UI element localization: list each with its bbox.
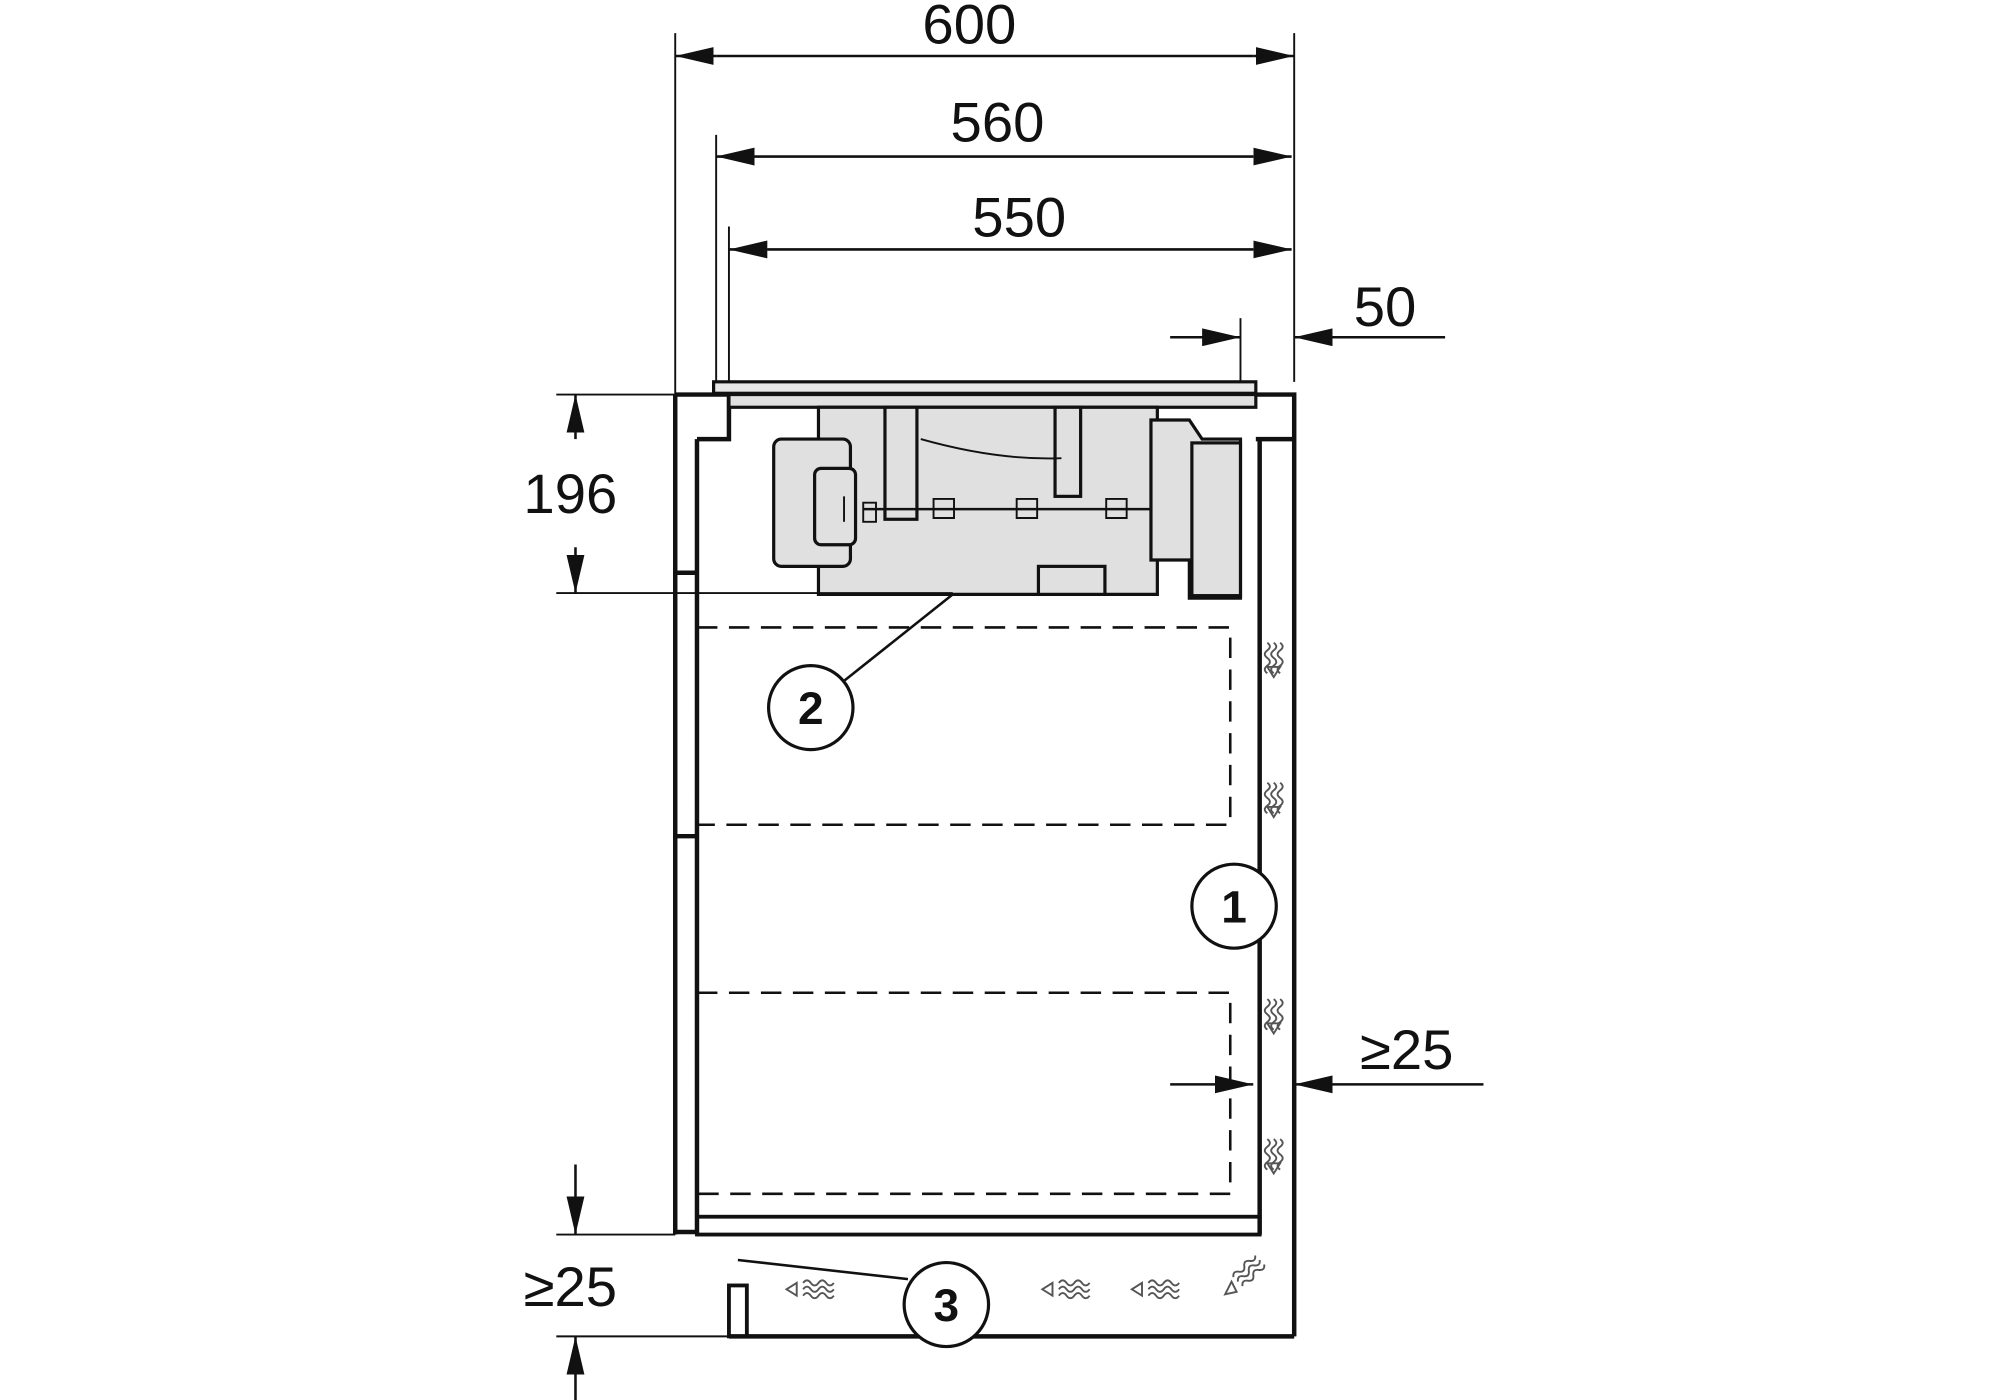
drawer-lower — [695, 991, 1232, 1196]
dimension-550: 550 — [727, 186, 1292, 382]
cooktop-glass — [711, 380, 1258, 395]
dimension-plinth-gap: ≥25 — [524, 1164, 729, 1400]
dimension-label-plinth-gap: ≥25 — [524, 1255, 617, 1318]
callout-2: 2 — [766, 593, 954, 752]
svg-text:2: 2 — [798, 682, 824, 734]
dimension-560: 560 — [715, 90, 1292, 382]
dimension-label-600: 600 — [922, 0, 1016, 55]
svg-text:3: 3 — [934, 1279, 960, 1331]
dimension-196: 196 — [523, 393, 953, 595]
dimension-label-550: 550 — [972, 186, 1066, 249]
drawer-upper — [695, 626, 1232, 826]
appliance-body — [727, 392, 1258, 600]
dimension-label-560: 560 — [951, 90, 1045, 153]
callout-1: 1 — [1190, 862, 1278, 950]
svg-text:1: 1 — [1221, 881, 1247, 933]
dimension-label-196: 196 — [523, 462, 617, 525]
dimension-rear-gap: ≥25 — [1170, 1018, 1484, 1094]
callout-3: 3 — [737, 1258, 991, 1349]
dimension-label-50: 50 — [1354, 275, 1417, 338]
dimension-label-rear-gap: ≥25 — [1360, 1018, 1453, 1081]
airflow-arrows — [784, 641, 1284, 1300]
dimension-600: 600 — [674, 0, 1296, 395]
dimension-50: 50 — [1170, 275, 1446, 382]
